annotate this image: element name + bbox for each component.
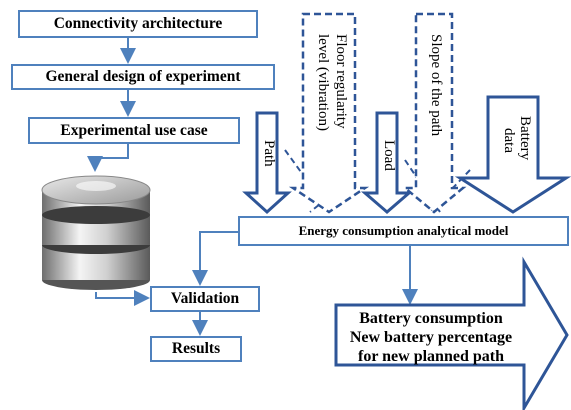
output-line-3: for new planned path [358,348,504,365]
input-arrow-floor [288,12,370,214]
arrow-usecase-to-db [87,144,129,172]
input-label-battery-line1: Battery [517,116,533,161]
results-box: Results [150,336,242,362]
input-label-slope: Slope of the path [428,34,444,137]
energy-model-box: Energy consumption analytical model [238,216,569,246]
output-text: Battery consumption New battery percenta… [336,309,526,366]
input-arrow-battery [454,95,571,214]
input-arrow-path [242,111,292,215]
output-arrow [334,256,569,410]
output-line-2: New battery percentage [349,329,513,346]
input-label-floor-line1: Floor regularity [333,34,349,129]
input-label-floor-line2: level (vibration) [315,34,331,132]
input-label-path: Path [261,140,277,167]
arrow-db-to-validation [95,290,150,306]
connectivity-architecture-box: Connectivity architecture [18,10,258,38]
output-line-1: Battery consumption [359,310,503,327]
experimental-use-case-box: Experimental use case [28,117,240,144]
input-arrow-slope [401,12,467,214]
input-arrow-load [360,111,414,214]
arrow-model-to-validation [192,231,238,286]
database-icon [41,175,151,290]
general-design-box: General design of experiment [11,64,275,90]
input-label-battery-line2: data [501,128,517,153]
validation-box: Validation [150,286,260,312]
input-label-load: Load [381,140,397,171]
